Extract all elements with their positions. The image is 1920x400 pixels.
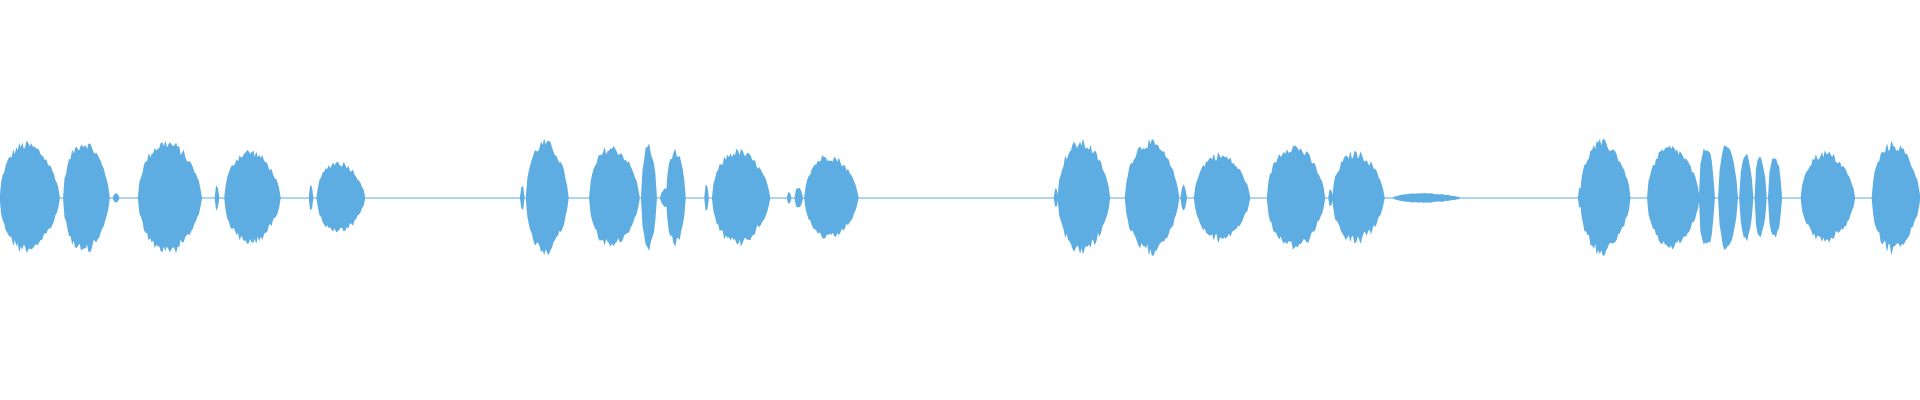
waveform-segment <box>1718 145 1738 250</box>
waveform-segment <box>1698 148 1715 245</box>
waveform-segment <box>308 184 314 211</box>
waveform-segment <box>641 143 657 251</box>
waveform-segments <box>0 138 1920 256</box>
waveform-segment <box>704 184 709 212</box>
waveform-segment <box>113 193 120 203</box>
waveform-segment <box>1180 184 1187 211</box>
waveform-segment <box>316 161 366 233</box>
waveform-segment <box>63 143 110 253</box>
waveform-segment <box>1057 139 1111 254</box>
waveform-segment <box>1800 150 1855 243</box>
waveform-segment <box>1124 139 1180 256</box>
waveform-segment <box>224 150 281 244</box>
waveform-segment <box>520 186 525 210</box>
waveform-segment <box>1768 157 1783 238</box>
waveform-segment <box>214 185 220 211</box>
waveform-segment <box>1193 152 1251 243</box>
waveform-segment <box>1871 141 1920 255</box>
waveform-segment <box>712 148 771 247</box>
waveform-segment <box>0 140 60 254</box>
waveform-segment <box>525 139 569 256</box>
waveform-segment <box>1393 193 1460 203</box>
waveform-segment <box>786 192 792 204</box>
waveform-segment <box>137 141 202 254</box>
waveform-segment <box>1579 138 1631 256</box>
waveform-segment <box>589 145 640 247</box>
waveform-segment <box>1332 150 1385 244</box>
waveform-segment <box>1754 157 1767 238</box>
waveform-segment <box>1266 145 1326 250</box>
waveform-segment <box>1739 153 1754 242</box>
waveform-segment <box>665 148 686 247</box>
waveform-segment <box>804 155 859 239</box>
waveform-segment <box>794 187 803 208</box>
